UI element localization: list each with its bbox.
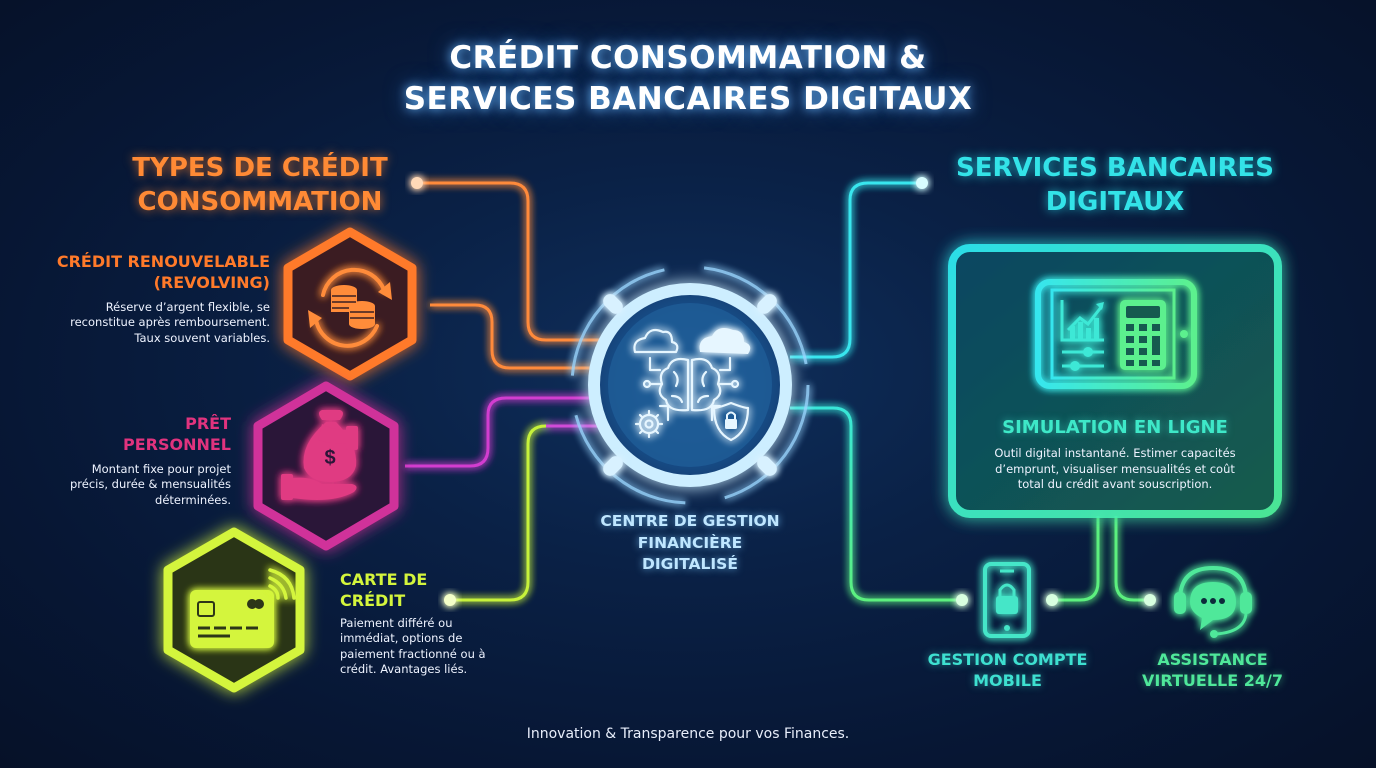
item-description: Montant fixe pour projet précis, durée &… <box>40 462 231 509</box>
desc-line: d’emprunt, visualiser mensualités et coû… <box>995 461 1235 476</box>
hexagon-revolving <box>283 227 417 381</box>
item-carte-credit: CARTE DE CRÉDIT Paiement différé ou immé… <box>340 570 520 678</box>
hub-label-line: FINANCIÈRE <box>637 533 743 552</box>
money-bag-hand-icon <box>281 410 358 500</box>
item-title-line: ASSISTANCE <box>1157 650 1268 669</box>
footer-tagline: Innovation & Transparence pour vos Finan… <box>526 726 850 742</box>
item-pret-personnel: PRÊT PERSONNEL Montant fixe pour projet … <box>40 414 231 508</box>
item-title-line: CARTE DE <box>340 570 428 589</box>
item-title-line: GESTION COMPTE <box>927 650 1088 669</box>
hub-graphic <box>570 265 810 505</box>
desc-line: Outil digital instantané. Estimer capaci… <box>994 446 1236 460</box>
coins-cycle-icon <box>314 267 386 348</box>
left-heading-line-2: CONSOMMATION <box>137 186 383 217</box>
desc-line: Paiement différé ou <box>340 615 453 630</box>
phone-lock-icon <box>983 562 1031 638</box>
item-title-line: PRÊT <box>185 414 231 433</box>
connector-revolving <box>430 303 600 370</box>
desc-line: Montant fixe pour projet <box>91 461 231 476</box>
contactless-card-icon <box>190 568 296 648</box>
connector-heading-right <box>790 181 922 359</box>
connector-heading-left <box>415 181 602 342</box>
brain-circuit-icon <box>642 356 740 422</box>
item-gestion-compte-mobile: GESTION COMPTE MOBILE <box>905 650 1110 692</box>
desc-line: paiement fractionné ou à <box>340 646 486 661</box>
title-line-1: CRÉDIT CONSOMMATION & <box>449 40 927 76</box>
simulation-text: SIMULATION EN LIGNE Outil digital instan… <box>960 417 1270 493</box>
right-section-heading: SERVICES BANCAIRES DIGITAUX <box>930 152 1300 220</box>
desc-line: déterminées. <box>155 492 231 507</box>
title-line-2: SERVICES BANCAIRES DIGITAUX <box>403 81 973 118</box>
desc-line: crédit. Avantages liés. <box>340 662 468 677</box>
item-title-line: MOBILE <box>973 670 1042 690</box>
item-credit-renouvelable: CRÉDIT RENOUVELABLE (REVOLVING) Réserve … <box>20 252 270 346</box>
simulation-title: SIMULATION EN LIGNE <box>1002 417 1228 438</box>
shield-lock-icon <box>712 401 750 442</box>
item-description: Réserve d’argent flexible, se reconstitu… <box>20 300 270 347</box>
hub-label-line: CENTRE DE GESTION <box>600 512 780 530</box>
connector-dot <box>1046 594 1058 606</box>
hexagon-pret: $ <box>253 381 399 551</box>
item-title-line: VIRTUELLE 24/7 <box>1142 670 1283 690</box>
left-heading-line-1: TYPES DE CRÉDIT <box>132 153 388 183</box>
hub-label: CENTRE DE GESTION FINANCIÈRE DIGITALISÉ <box>560 511 820 576</box>
hexagon-carte <box>163 527 305 693</box>
desc-line: total du crédit avant souscription. <box>1017 477 1213 492</box>
item-title-line: CRÉDIT <box>340 590 406 610</box>
item-title: CARTE DE CRÉDIT <box>340 570 520 612</box>
simulation-description: Outil digital instantané. Estimer capaci… <box>960 446 1270 493</box>
headset-chat-icon <box>1174 565 1252 638</box>
item-title-line: (REVOLVING) <box>153 272 270 292</box>
connector-carte <box>450 424 600 602</box>
desc-line: Taux souvent variables. <box>134 330 270 345</box>
item-title-line: CRÉDIT RENOUVELABLE <box>56 252 270 271</box>
connector-pret <box>405 396 600 468</box>
item-title: CRÉDIT RENOUVELABLE (REVOLVING) <box>20 252 270 294</box>
desc-line: immédiat, options de <box>340 631 463 646</box>
connector-dot <box>444 594 456 606</box>
desc-line: précis, durée & mensualités <box>69 477 231 492</box>
cloud-icon <box>699 328 751 354</box>
desc-line: reconstitue après remboursement. <box>70 315 270 330</box>
right-heading-line-1: SERVICES BANCAIRES <box>955 153 1274 183</box>
desc-line: Réserve d’argent flexible, se <box>105 299 270 314</box>
item-assistance-virtuelle: ASSISTANCE VIRTUELLE 24/7 <box>1110 650 1315 692</box>
connector-dot <box>956 594 968 606</box>
svg-text:$: $ <box>324 447 335 469</box>
page-title: CRÉDIT CONSOMMATION & SERVICES BANCAIRES… <box>0 40 1376 118</box>
connector-dot <box>1144 594 1156 606</box>
cloud-icon <box>633 328 679 354</box>
item-description: Paiement différé ou immédiat, options de… <box>340 616 520 678</box>
connector-sim-to-services <box>1052 516 1150 602</box>
tablet-chart-calculator-icon <box>1035 279 1197 389</box>
simulation-panel <box>948 244 1282 518</box>
connector-dot <box>411 177 423 189</box>
connector-dot <box>916 177 928 189</box>
left-section-heading: TYPES DE CRÉDIT CONSOMMATION <box>90 152 430 220</box>
connector-mobile <box>790 406 962 602</box>
gear-icon <box>634 409 664 439</box>
right-heading-line-2: DIGITAUX <box>1045 186 1185 217</box>
hub-label-line: DIGITALISÉ <box>642 555 738 574</box>
item-title: PRÊT PERSONNEL <box>40 414 231 456</box>
item-title-line: PERSONNEL <box>122 434 231 454</box>
